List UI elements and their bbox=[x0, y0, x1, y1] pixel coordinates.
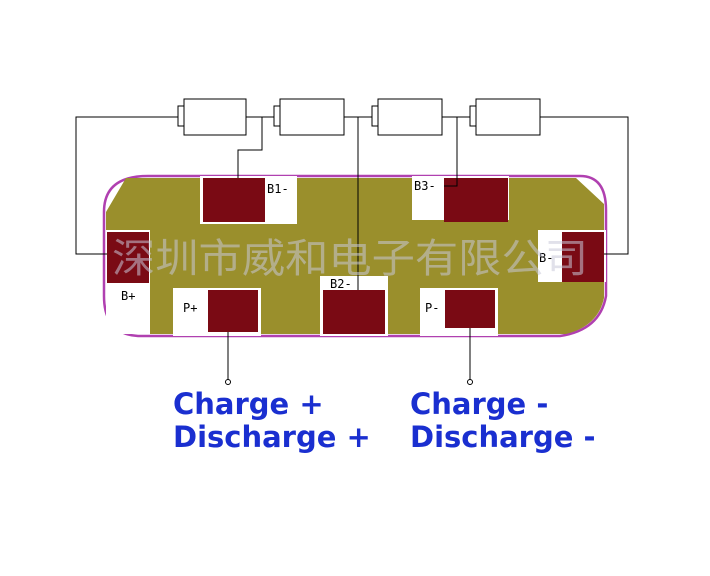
discharge-minus-label: Discharge - bbox=[410, 420, 596, 454]
p-plus-terminal bbox=[225, 379, 231, 385]
b1-minus-pad bbox=[203, 178, 265, 222]
p-minus-terminal bbox=[467, 379, 473, 385]
b1-minus-label: B1- bbox=[267, 182, 289, 196]
positive-terminal-caption: Charge + Discharge + bbox=[173, 388, 371, 454]
battery-cell-2 bbox=[273, 98, 345, 136]
p-plus-pad bbox=[208, 290, 258, 332]
p-minus-pad bbox=[445, 290, 495, 328]
b-minus-pad bbox=[562, 232, 604, 282]
p-minus-label: P- bbox=[425, 301, 439, 315]
b-plus-pad bbox=[107, 232, 149, 283]
wires bbox=[75, 116, 629, 380]
discharge-plus-label: Discharge + bbox=[173, 420, 371, 454]
watermark-text: 深圳市威和电子有限公司 bbox=[112, 236, 588, 282]
charge-plus-label: Charge + bbox=[173, 387, 324, 421]
b-plus-label: B+ bbox=[121, 289, 135, 303]
wire-b-plus bbox=[75, 116, 178, 255]
b2-minus-label: B2- bbox=[330, 277, 352, 291]
b2-minus-pad bbox=[323, 290, 385, 334]
charge-minus-label: Charge - bbox=[410, 387, 549, 421]
battery-cell-1 bbox=[177, 98, 247, 136]
b3-minus-pad bbox=[444, 178, 508, 222]
battery-cell-4 bbox=[469, 98, 541, 136]
b3-minus-label: B3- bbox=[414, 179, 436, 193]
negative-terminal-caption: Charge - Discharge - bbox=[410, 388, 596, 454]
battery-cell-3 bbox=[371, 98, 443, 136]
wire-b1-minus bbox=[237, 117, 263, 178]
p-plus-label: P+ bbox=[183, 301, 197, 315]
b-minus-label: B- bbox=[539, 251, 553, 265]
wire-b-minus bbox=[540, 116, 629, 255]
wire-b3-minus bbox=[444, 117, 458, 187]
